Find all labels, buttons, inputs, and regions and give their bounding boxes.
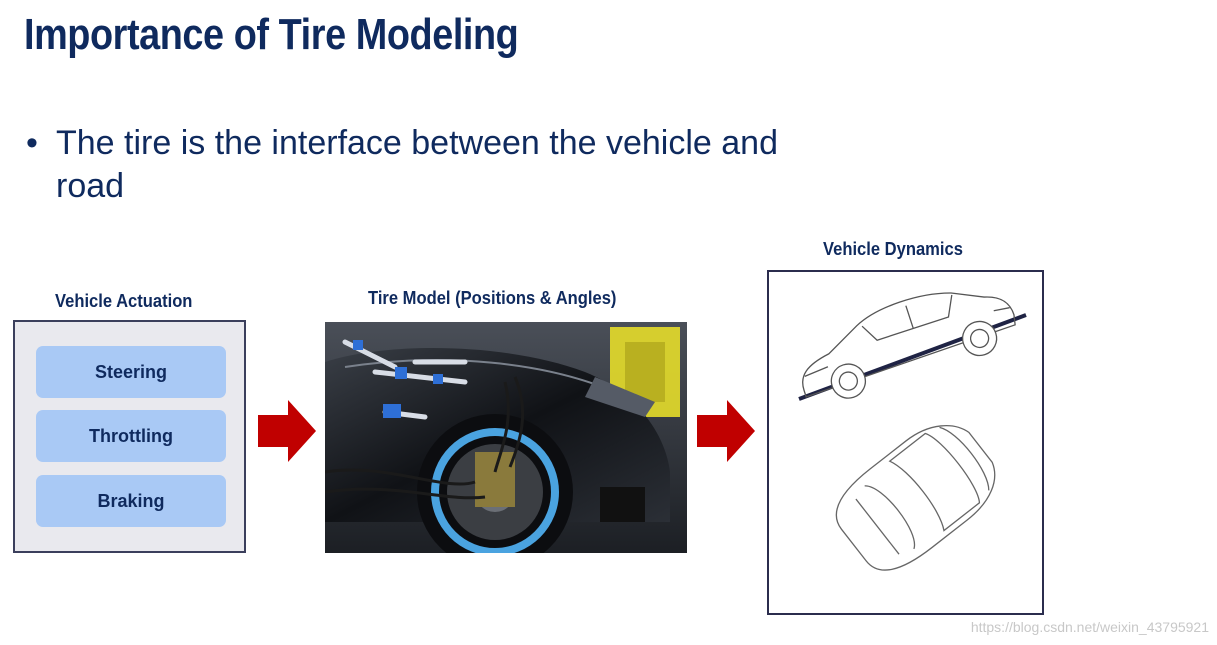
right-arrow-icon <box>697 400 755 462</box>
tire-test-rig-photo <box>325 322 687 553</box>
braking-item: Braking <box>36 475 226 527</box>
watermark: https://blog.csdn.net/weixin_43795921 <box>970 619 1209 635</box>
bullet-marker: • <box>26 124 38 162</box>
right-arrow-icon <box>258 400 316 462</box>
car-sketch-image <box>798 292 1027 571</box>
tire-model-label: Tire Model (Positions & Angles) <box>368 288 617 308</box>
throttling-item: Throttling <box>36 410 226 462</box>
vehicle-actuation-label: Vehicle Actuation <box>55 291 193 311</box>
steering-item: Steering <box>36 346 226 398</box>
bullet-text: The tire is the interface between the ve… <box>56 124 778 205</box>
car-wheel-image <box>325 322 687 553</box>
vehicle-dynamics-box <box>767 270 1044 615</box>
vehicle-dynamics-label: Vehicle Dynamics <box>823 239 963 259</box>
slide-title: Importance of Tire Modeling <box>24 10 519 59</box>
vehicle-actuation-box: Steering Throttling Braking <box>13 320 246 553</box>
